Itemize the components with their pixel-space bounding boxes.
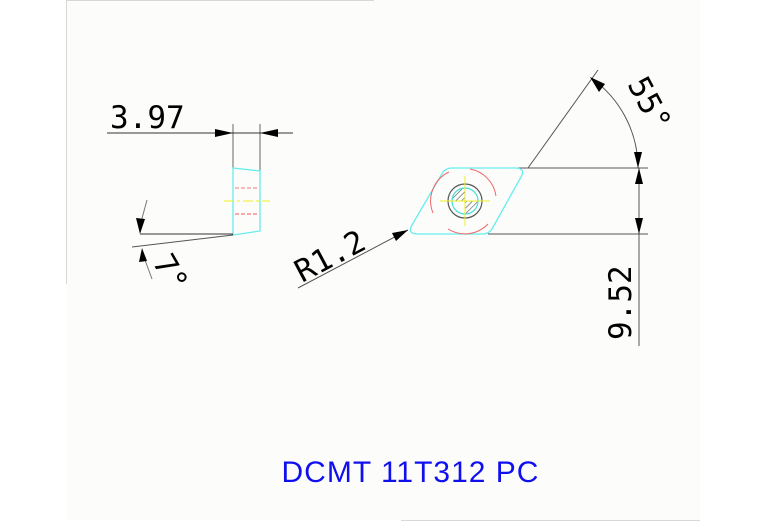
arrow-icon [139,248,147,262]
included-angle-dimension: 55° [620,71,678,137]
arrow-icon [215,129,233,137]
inscribed-circle-dimension: 9.52 [603,265,639,340]
sheet-border [66,0,374,1]
arrow-icon [635,168,643,184]
side-view [107,124,293,280]
arrow-icon [260,129,278,137]
arrow-icon [392,230,408,241]
arrow-icon [136,218,145,234]
insert-outline [409,167,524,235]
arrow-icon [590,77,605,92]
arrow-icon [634,152,642,168]
insert-designation-title: DCMT 11T312 PC [0,456,767,490]
thickness-dimension: 3.97 [110,100,185,136]
drawing-sheet [66,0,700,520]
clearance-angle-dimension: 7° [145,248,195,298]
top-view [297,69,648,346]
title-text: DCMT 11T312 PC [281,456,540,489]
corner-radius-dimension: R1.2 [289,223,372,290]
sheet-border [401,520,700,521]
arrow-icon [635,218,643,234]
sheet-border [66,0,67,284]
